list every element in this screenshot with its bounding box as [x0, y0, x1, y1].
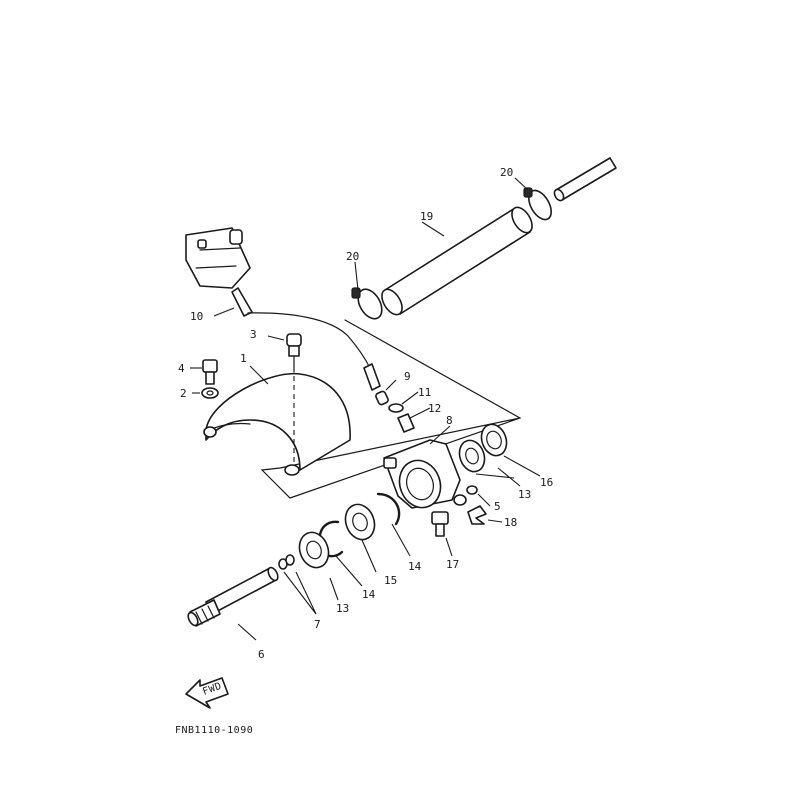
hose-joint	[375, 390, 389, 406]
hose-clamp-upper	[523, 187, 552, 221]
fwd-arrow-icon: FWD	[185, 677, 229, 709]
leader-lines	[190, 177, 541, 641]
callout-3: 3	[250, 328, 257, 341]
callout-4: 4	[178, 362, 185, 375]
callout-14-right: 14	[408, 560, 422, 573]
bleed-bolt	[286, 333, 302, 373]
bearing-15	[344, 503, 376, 541]
hose-clamp-lower	[351, 287, 383, 320]
callout-10: 10	[190, 310, 203, 323]
o-rings-7	[278, 554, 295, 570]
callout-1: 1	[240, 352, 247, 365]
callout-19: 19	[420, 210, 433, 223]
bearing-housing	[383, 439, 467, 509]
circlip-14-upper	[376, 492, 401, 526]
callout-11: 11	[418, 386, 431, 399]
assembly-outline	[260, 319, 522, 499]
plate-18	[467, 505, 487, 525]
callout-14-left: 14	[362, 588, 376, 601]
bolt-4	[202, 359, 218, 385]
callout-15: 15	[384, 574, 397, 587]
rubber-hose	[381, 206, 533, 316]
callout-20-lower: 20	[346, 250, 359, 263]
clip-5	[466, 485, 478, 495]
callout-13-left: 13	[336, 602, 349, 615]
washer-2	[201, 387, 219, 399]
o-ring-11	[388, 403, 404, 413]
callout-13-right: 13	[518, 488, 531, 501]
callout-16: 16	[540, 476, 553, 489]
oil-seal-13-right	[458, 439, 486, 473]
diagram-code: FNB1110-1090	[175, 725, 253, 736]
shaft-cover	[203, 372, 351, 476]
callout-5: 5	[494, 500, 501, 513]
callout-2: 2	[180, 387, 187, 400]
callout-numbers: 1 2 3 4 5 6 7 8 9 10 11 12 13 13 14 14 1…	[178, 166, 553, 661]
callout-12: 12	[428, 402, 441, 415]
mount-bracket	[185, 227, 251, 289]
callout-8: 8	[446, 414, 453, 427]
callout-17: 17	[446, 558, 459, 571]
callout-9: 9	[404, 370, 411, 383]
callout-20-upper: 20	[500, 166, 513, 179]
drive-shaft	[187, 566, 279, 627]
oil-seal-13-left	[298, 531, 330, 569]
callout-6: 6	[258, 648, 265, 661]
callout-7: 7	[314, 618, 321, 631]
nipple-12	[397, 413, 415, 433]
bearing-16	[480, 423, 508, 457]
callout-18: 18	[504, 516, 517, 529]
cooling-water-pipe	[231, 287, 381, 391]
bolt-17	[431, 511, 449, 537]
drive-shaft-end	[553, 157, 617, 202]
